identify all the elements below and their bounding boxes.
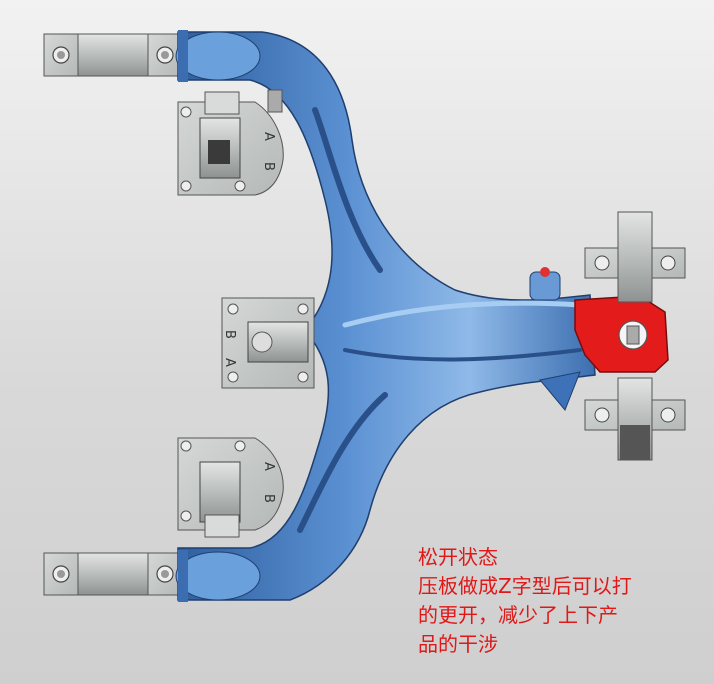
bottom-clamp-label-b: B xyxy=(261,494,276,503)
top-clamp-label-a: A xyxy=(261,132,276,141)
right-upper-clamp xyxy=(584,211,686,303)
annotation-line-1: 松开状态 xyxy=(418,545,498,569)
control-arm-part xyxy=(175,30,596,602)
mid-clamp-label-a: A xyxy=(222,358,237,367)
annotation-line-4: 品的干涉 xyxy=(418,632,498,656)
mid-clamp-fixture: B A xyxy=(221,297,315,389)
bottom-clamp-label-a: A xyxy=(261,462,276,471)
annotation-note: 松开状态 压板做成Z字型后可以打 的更开，减少了上下产 品的干涉 xyxy=(418,543,708,659)
top-clamp-fixture: A B xyxy=(177,89,284,196)
annotation-line-2: 压板做成Z字型后可以打 xyxy=(418,574,632,598)
top-clamp-label-b: B xyxy=(261,162,276,171)
right-lower-clamp xyxy=(584,377,686,461)
bottom-bracket xyxy=(43,552,183,596)
top-bracket xyxy=(43,33,183,77)
annotation-line-3: 的更开，减少了上下产 xyxy=(418,603,618,627)
mid-clamp-label-b: B xyxy=(222,330,237,339)
bottom-clamp-fixture: A B xyxy=(177,437,284,538)
